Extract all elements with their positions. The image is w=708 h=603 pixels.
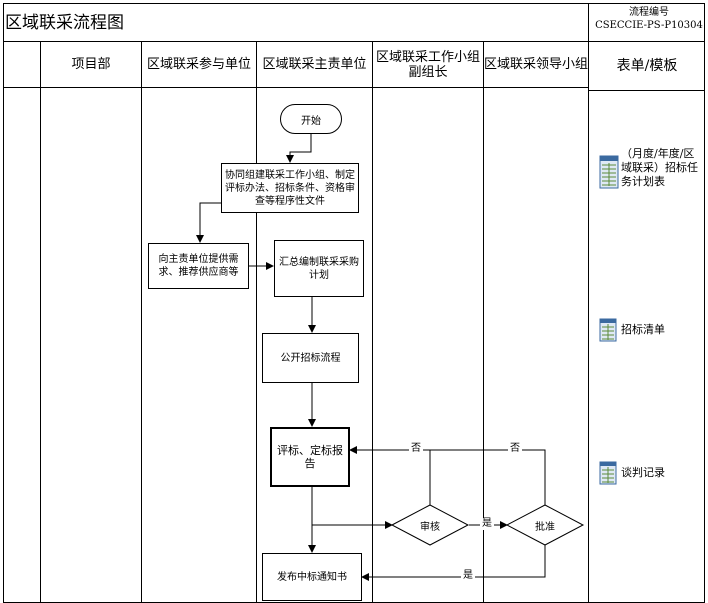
open-bidding-node: 公开招标流程 <box>262 333 359 383</box>
award-notice-node: 发布中标通知书 <box>262 553 362 601</box>
compile-plan-node: 汇总编制联采采购计划 <box>274 240 364 297</box>
provide-needs-node: 向主责单位提供需求、推荐供应商等 <box>148 243 249 289</box>
connectors <box>196 133 546 581</box>
lane-header-participants: 区域联采参与单位 <box>146 57 251 72</box>
lane-header-forms: 表单/模板 <box>616 57 678 74</box>
organize-node: 协同组建联采工作小组、制定评标办法、招标条件、资格审查等程序性文件 <box>221 163 359 213</box>
process-number-value: CSECCIE-PS-P10304 <box>595 20 703 31</box>
edge-label-approve-no: 否 <box>508 443 522 455</box>
edge-label-review-no: 否 <box>409 443 423 455</box>
swimlane-grid <box>3 3 705 603</box>
edge-label-review-yes: 是 <box>480 518 494 530</box>
lane-header-lead-unit: 区域联采主责单位 <box>262 57 367 72</box>
edge-label-approve-yes: 是 <box>461 570 475 582</box>
form-label-task-plan: （月度/年度/区域联采）招标任务计划表 <box>621 147 698 188</box>
spreadsheet-icon <box>599 155 619 189</box>
start-node: 开始 <box>280 104 342 134</box>
review-label: 审核 <box>420 522 440 533</box>
page-title: 区域联采流程图 <box>5 13 124 33</box>
decision-diamonds <box>390 504 585 546</box>
form-label-negotiation-record: 谈判记录 <box>621 466 665 479</box>
process-number: 流程编号 CSECCIE-PS-P10304 <box>590 6 708 32</box>
spreadsheet-icon <box>599 461 617 485</box>
review-diamond <box>390 504 470 546</box>
approve-diamond <box>505 504 585 546</box>
spreadsheet-icon <box>599 318 617 342</box>
form-label-bid-list: 招标清单 <box>621 323 665 336</box>
lane-header-leading-group: 区域联采领导小组 <box>484 57 589 72</box>
approve-label: 批准 <box>535 522 555 533</box>
lane-header-deputy-leader: 区域联采工作小组副组长 <box>375 49 480 80</box>
lane-header-project-dept: 项目部 <box>71 57 111 72</box>
process-number-label: 流程编号 <box>629 7 669 18</box>
evaluation-report-node: 评标、定标报告 <box>270 427 350 487</box>
